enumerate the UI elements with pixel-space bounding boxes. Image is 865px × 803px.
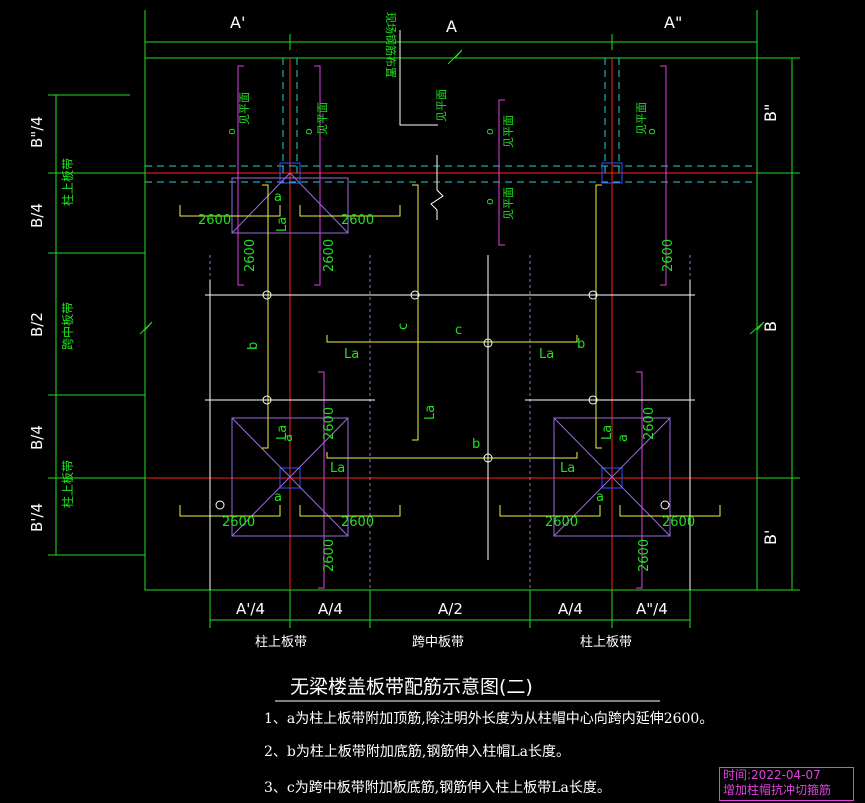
stamp-description: 增加柱帽抗冲切箍筋 [723,783,832,797]
dim-left-3: B/2 [28,312,46,337]
label-La-1: La [344,347,359,362]
mark-o-1: o [225,128,238,135]
bottom-dimension-labels: A'/4 A/4 A/2 A/4 A"/4 [236,600,668,618]
rebar-labels: 2600 2600 2600 2600 2600 2600 2600 2600 … [198,190,695,572]
mark-o-3: o [483,128,496,135]
note-1: 1、a为柱上板带附加顶筋,除注明外长度为从柱帽中心向跨内延伸2600。 [264,711,714,727]
see-plan-6: 见平面 [635,102,648,135]
strip-left-3: 柱上板带 [60,460,75,508]
top-note: 现场钢筋布置 [384,12,398,78]
top-bar-brackets [237,65,667,589]
dim-right-3: B' [761,530,780,545]
added-bars [179,184,721,517]
see-plan-3: 见平面 [435,89,448,122]
dim-bottom-1: A'/4 [236,600,265,618]
label-2600-9: 2600 [661,239,676,272]
dim-right-1: B" [761,104,780,122]
dim-top-2: A [446,17,457,36]
label-La-2: La [539,347,554,362]
strip-left-1: 柱上板带 [60,158,75,206]
label-2600-6: 2600 [662,515,695,530]
label-b-2: b [577,337,585,352]
dim-left-2: B/4 [28,203,46,228]
note-3: 3、c为跨中板带附加板底筋,钢筋伸入柱上板带La长度。 [264,780,611,796]
axis-lines [145,30,757,590]
label-2600-2: 2600 [341,213,374,228]
strip-bottom-3: 柱上板带 [580,635,632,650]
detail-lines [205,255,695,590]
dim-left-1: B"/4 [28,116,46,148]
dim-bottom-2: A/4 [318,600,343,618]
dim-right-2: B [761,321,780,332]
right-dimension-labels: B" B B' [761,104,780,545]
label-2600-4: 2600 [341,515,374,530]
label-2600-10: 2600 [322,539,337,572]
mark-o-2: o [302,128,315,135]
label-La-8: La [600,425,615,440]
bottom-strip-labels: 柱上板带 跨中板带 柱上板带 [255,635,632,650]
label-La-5: La [275,217,290,232]
stamp-time: 时间:2022-04-07 [723,768,821,782]
label-2600-1: 2600 [198,213,231,228]
label-a-3: a [596,490,604,505]
mark-o-5: o [645,128,658,135]
label-La-6: La [423,405,438,420]
label-La-3: La [330,461,345,476]
label-b-1: b [246,342,261,350]
see-plan-5: 见平面 [502,187,515,220]
dim-bottom-3: A/2 [438,600,463,618]
label-b-3: b [472,437,480,452]
label-La-7: La [275,425,290,440]
label-c-2: c [455,323,462,338]
top-dimension-labels: A' A A" [230,13,682,36]
dim-left-5: B'/4 [28,503,46,532]
label-a-2: a [274,490,282,505]
label-c-1: c [396,323,411,330]
label-2600-5: 2600 [545,515,578,530]
dim-bottom-5: A"/4 [636,600,668,618]
revision-stamp: 时间:2022-04-07 增加柱帽抗冲切箍筋 [719,767,854,801]
label-2600-7: 2600 [243,239,258,272]
dim-bottom-4: A/4 [558,600,583,618]
note-2: 2、b为柱上板带附加底筋,钢筋伸入柱帽La长度。 [264,744,570,760]
label-2600-11: 2600 [637,539,652,572]
dimension-framework [48,10,800,628]
strip-bottom-2: 跨中板带 [412,635,464,650]
dim-top-1: A' [230,13,245,32]
see-plan-2: 见平面 [316,102,329,135]
label-2600-8: 2600 [322,239,337,272]
see-plan-4: 见平面 [502,115,515,148]
vertical-annotations: 现场钢筋布置 见平面 见平面 见平面 见平面 见平面 见平面 o o o o o [225,12,658,220]
left-strip-labels: 柱上板带 跨中板带 柱上板带 [60,158,75,508]
dim-top-3: A" [664,13,682,32]
strip-left-2: 跨中板带 [60,302,75,350]
strip-bottom-1: 柱上板带 [255,635,307,650]
see-plan-1: 见平面 [238,92,251,125]
mark-o-4: o [483,198,496,205]
label-2600-13: 2600 [642,407,657,440]
label-2600-3: 2600 [222,515,255,530]
label-La-4: La [560,461,575,476]
label-a-1: a [274,190,282,205]
dim-left-4: B/4 [28,425,46,450]
label-a-5: a [616,434,631,442]
label-2600-12: 2600 [322,407,337,440]
left-dimension-labels: B"/4 B/4 B/2 B/4 B'/4 [28,116,46,532]
drawing-title: 无梁楼盖板带配筋示意图(二) [290,676,533,698]
label-a-4: a [281,434,296,442]
